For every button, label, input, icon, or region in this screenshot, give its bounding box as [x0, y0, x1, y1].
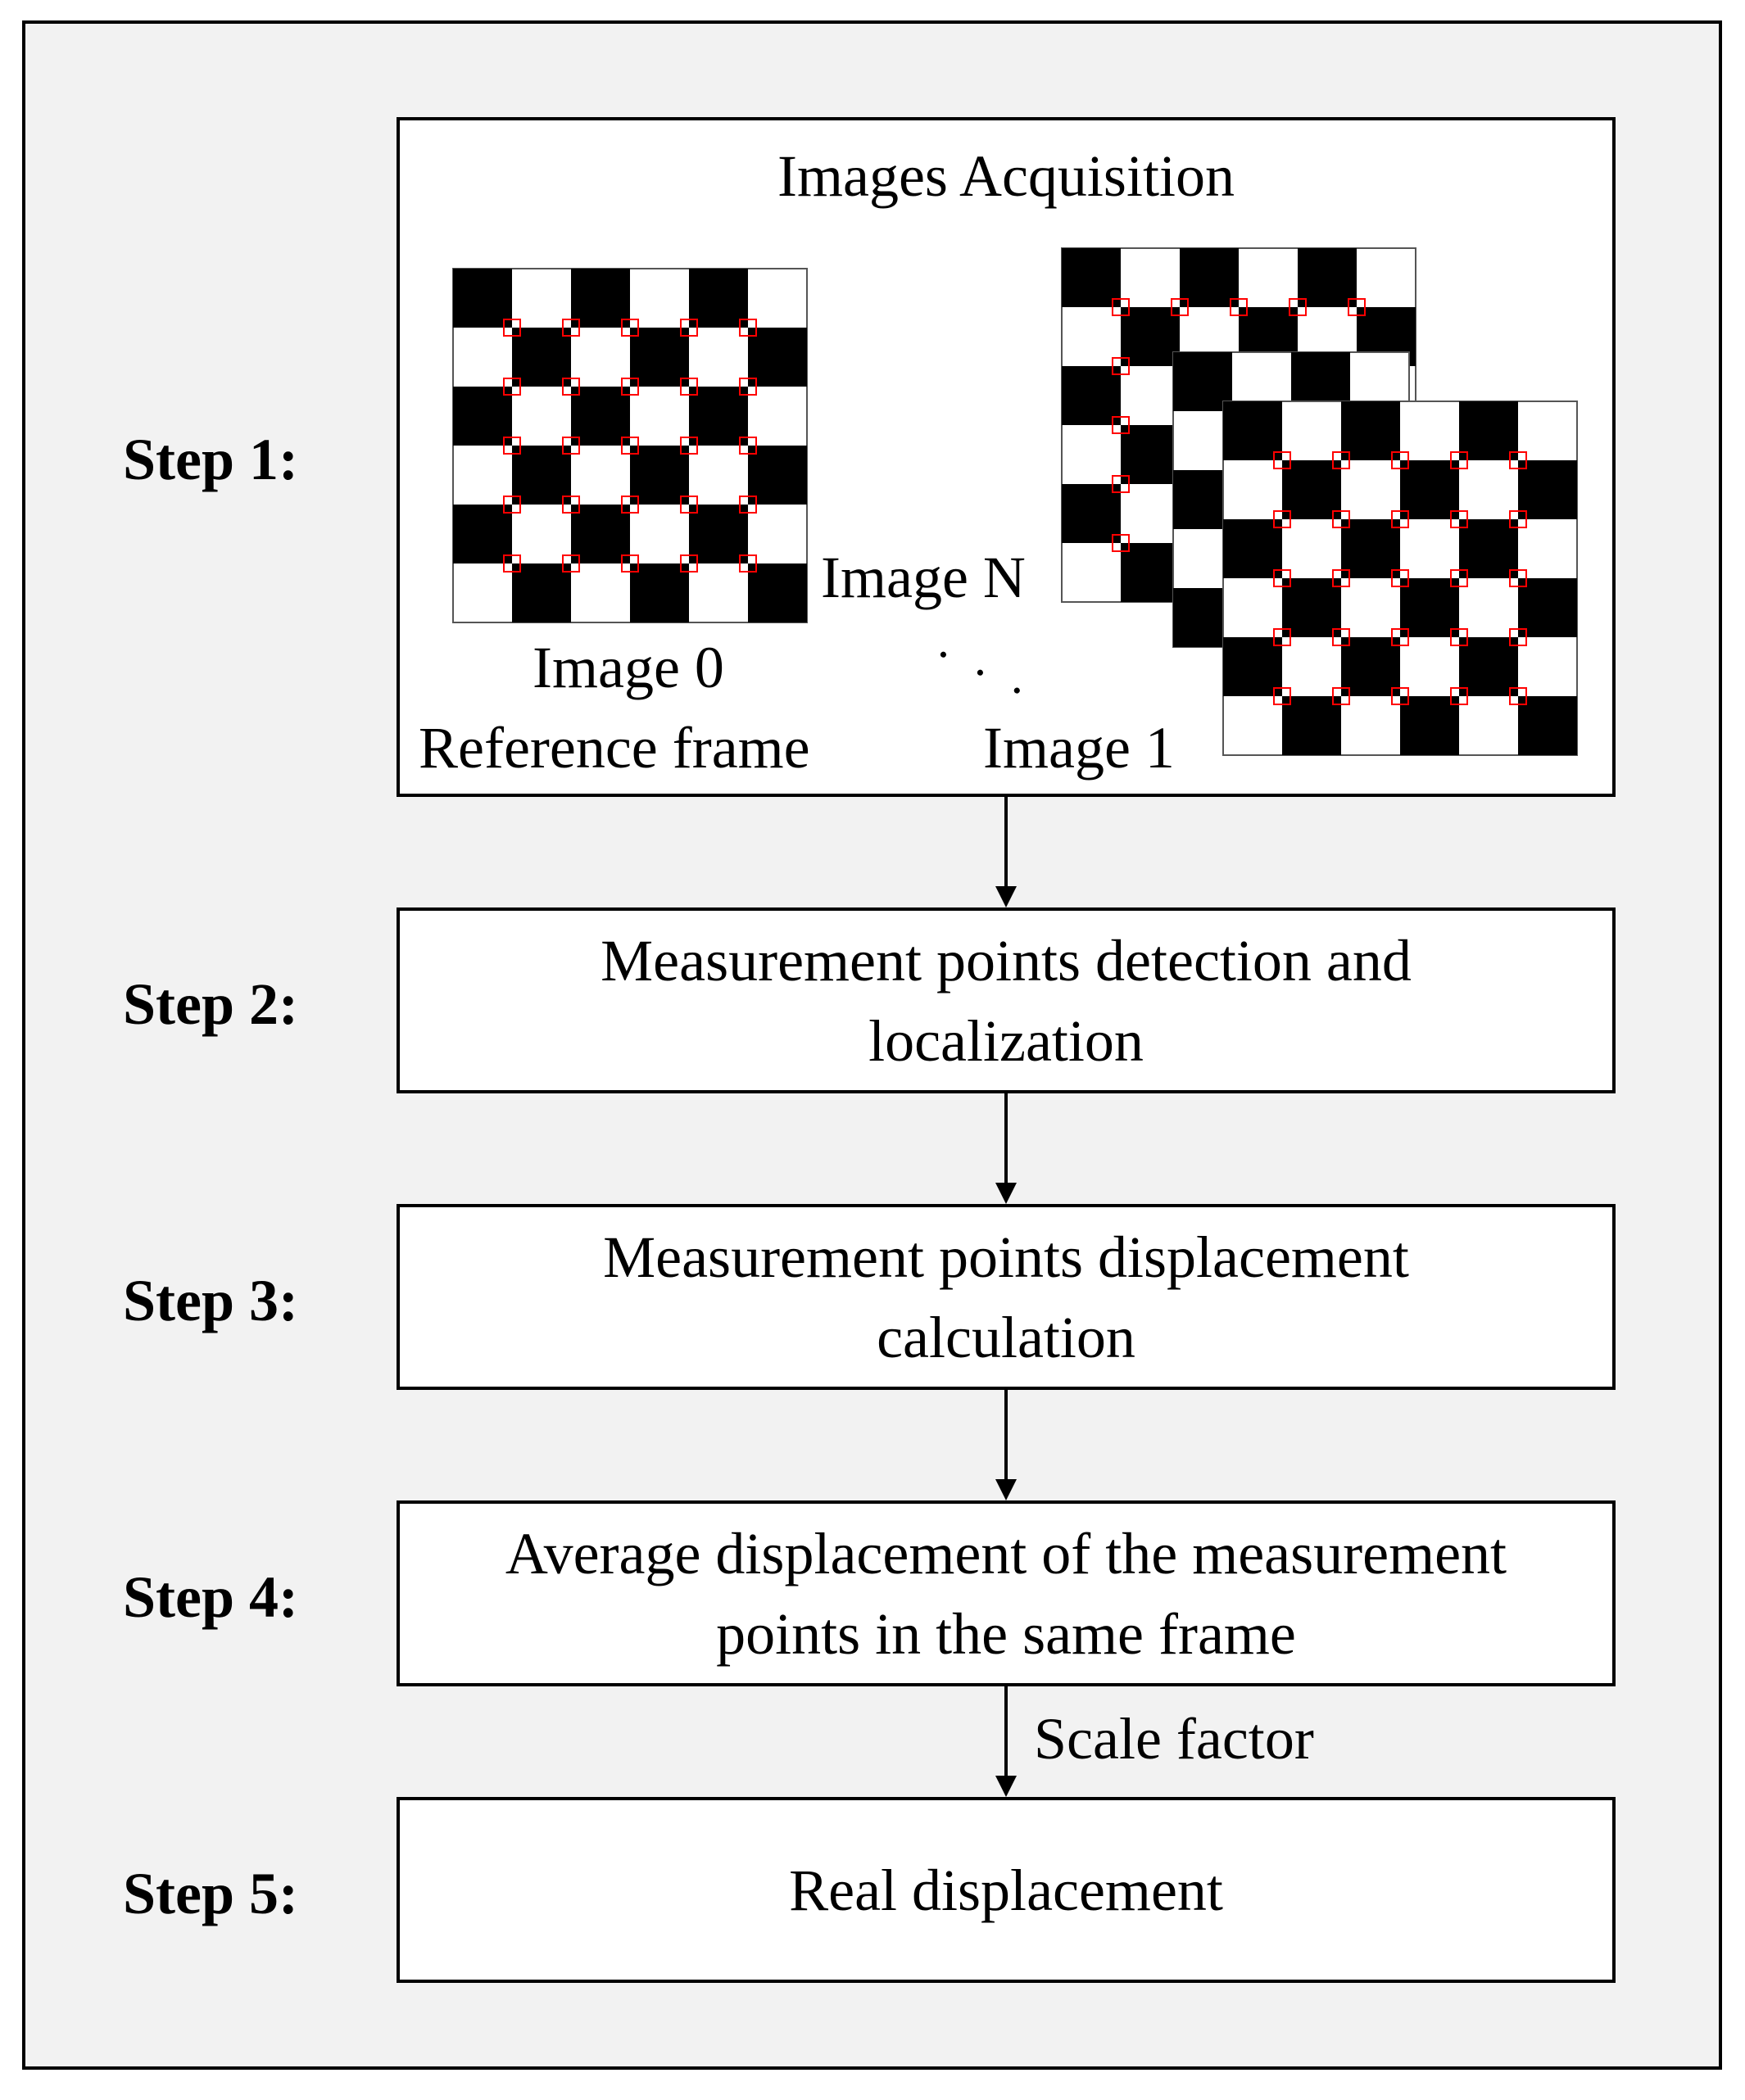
step-2-line-2: localization	[868, 1007, 1144, 1074]
measurement-point-marker	[621, 378, 639, 396]
scale-factor-label: Scale factor	[1034, 1706, 1314, 1772]
measurement-point-marker	[1391, 451, 1409, 469]
step-3-label: Step 3:	[123, 1268, 298, 1333]
measurement-point-marker	[1509, 569, 1527, 587]
step-3-line-2: calculation	[877, 1304, 1135, 1370]
measurement-point-marker	[1289, 298, 1307, 316]
flow-arrows	[995, 797, 1017, 1797]
measurement-point-marker	[562, 496, 580, 514]
measurement-point-marker	[503, 554, 521, 573]
measurement-point-marker	[1348, 298, 1366, 316]
step-2-label: Step 2:	[123, 971, 298, 1037]
measurement-point-marker	[1230, 298, 1248, 316]
step-5-line-1: Real displacement	[789, 1857, 1223, 1923]
measurement-point-marker	[621, 319, 639, 337]
measurement-point-marker	[562, 437, 580, 455]
step-2-box: Measurement points detection and localiza…	[397, 907, 1616, 1093]
measurement-point-marker	[503, 437, 521, 455]
step-1-label: Step 1:	[123, 427, 298, 492]
measurement-point-marker	[1332, 451, 1350, 469]
measurement-point-marker	[621, 496, 639, 514]
arrow-3-4-head	[995, 1479, 1017, 1500]
measurement-point-marker	[1112, 416, 1130, 434]
measurement-point-marker	[1450, 687, 1468, 705]
measurement-point-marker	[562, 319, 580, 337]
measurement-point-marker	[1450, 569, 1468, 587]
image-n-label: Image N	[821, 541, 1026, 614]
measurement-point-marker	[1112, 357, 1130, 375]
measurement-point-marker	[739, 496, 757, 514]
measurement-point-marker	[739, 554, 757, 573]
step-3-box: Measurement points displacement calculati…	[397, 1204, 1616, 1390]
step-5-label: Step 5:	[123, 1861, 298, 1926]
step-2-line-1: Measurement points detection and	[601, 927, 1412, 993]
arrow-1-2-head	[995, 886, 1017, 907]
measurement-point-marker	[1273, 451, 1291, 469]
measurement-point-marker	[562, 554, 580, 573]
measurement-point-marker	[739, 437, 757, 455]
step-4-line-1: Average displacement of the measurement	[505, 1520, 1507, 1586]
measurement-point-marker	[680, 496, 698, 514]
measurement-point-marker	[1509, 687, 1527, 705]
measurement-point-marker	[1391, 628, 1409, 646]
measurement-point-marker	[680, 437, 698, 455]
measurement-point-marker	[1171, 298, 1189, 316]
arrow-2-3-head	[995, 1183, 1017, 1204]
measurement-point-marker	[503, 496, 521, 514]
measurement-point-marker	[1273, 628, 1291, 646]
measurement-point-marker	[621, 554, 639, 573]
measurement-point-marker	[1332, 628, 1350, 646]
measurement-point-marker	[1273, 687, 1291, 705]
measurement-point-marker	[1450, 628, 1468, 646]
measurement-point-marker	[680, 378, 698, 396]
measurement-point-marker	[503, 378, 521, 396]
measurement-point-marker	[1332, 510, 1350, 528]
measurement-point-marker	[1509, 510, 1527, 528]
measurement-point-marker	[1509, 628, 1527, 646]
measurement-point-marker	[739, 378, 757, 396]
measurement-point-marker	[1450, 451, 1468, 469]
checkerboard-image-0	[452, 268, 808, 623]
step-4-box: Average displacement of the measurement p…	[397, 1500, 1616, 1686]
measurement-point-marker	[1273, 510, 1291, 528]
measurement-point-marker	[503, 319, 521, 337]
measurement-point-marker	[1112, 534, 1130, 552]
measurement-point-marker	[1112, 298, 1130, 316]
measurement-point-marker	[1391, 569, 1409, 587]
reference-frame-label: Reference frame	[419, 715, 810, 781]
measurement-point-marker	[680, 319, 698, 337]
image-1-label: Image 1	[983, 715, 1175, 781]
step-4-label: Step 4:	[123, 1564, 298, 1630]
measurement-point-marker	[1391, 510, 1409, 528]
measurement-point-marker	[1332, 687, 1350, 705]
measurement-point-marker	[1391, 687, 1409, 705]
step-5-box: Real displacement	[397, 1797, 1616, 1983]
measurement-point-marker	[1273, 569, 1291, 587]
images-acquisition-title: Images Acquisition	[777, 143, 1235, 209]
image-n-markers	[1112, 298, 1366, 552]
measurement-point-marker	[680, 554, 698, 573]
step-3-line-1: Measurement points displacement	[603, 1224, 1409, 1290]
measurement-point-marker	[1332, 569, 1350, 587]
measurement-point-marker	[1450, 510, 1468, 528]
measurement-point-marker	[1509, 451, 1527, 469]
measurement-point-marker	[621, 437, 639, 455]
arrow-4-5-head	[995, 1776, 1017, 1797]
image-0-label: Image 0	[533, 635, 724, 700]
checkerboard-image-1	[1222, 401, 1578, 756]
measurement-point-marker	[1112, 475, 1130, 493]
measurement-point-marker	[562, 378, 580, 396]
step-4-line-2: points in the same frame	[716, 1600, 1296, 1667]
measurement-point-marker	[739, 319, 757, 337]
